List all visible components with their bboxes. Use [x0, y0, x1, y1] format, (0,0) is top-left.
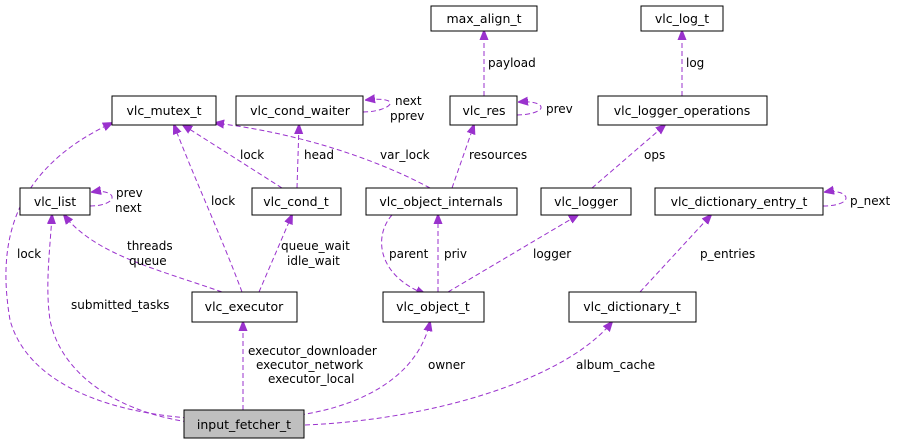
edge-input_fetcher_t-submitted_tasks-vlc_list [48, 215, 189, 423]
edge-label-executor-local: executor_local [268, 372, 354, 386]
node-vlc_list[interactable]: vlc_list [19, 187, 91, 216]
edge-vlc_executor-queue_wait-idle_wait-vlc_cond_t [258, 215, 292, 293]
edge-input_fetcher_t-album_cache-vlc_dictionary_t [304, 322, 612, 426]
edge-label-payload: payload [488, 56, 536, 70]
edge-label-executor-downloader: executor_downloader [248, 344, 377, 358]
edge-label-head: head [304, 148, 334, 162]
node-vlc_executor[interactable]: vlc_executor [191, 291, 298, 323]
edge-input_fetcher_t-lock-vlc_mutex_t [5, 123, 189, 419]
node-label: vlc_logger_operations [614, 103, 751, 118]
edge-vlc_cond_waiter-next [362, 99, 391, 113]
node-vlc_cond_waiter[interactable]: vlc_cond_waiter [235, 95, 364, 126]
edge-label-p-next: p_next [850, 194, 890, 208]
node-label: vlc_cond_waiter [250, 103, 351, 118]
edge-vlc_object_t-parent-vlc_object_internals [381, 214, 425, 294]
node-label: input_fetcher_t [197, 417, 291, 432]
edge-label-threads: threads [127, 239, 173, 253]
edge-label-queue-wait: queue_wait [281, 239, 350, 253]
edge-label-lock-exec: lock [211, 194, 235, 208]
edge-label-var-lock: var_lock [380, 148, 430, 162]
node-vlc_object_internals[interactable]: vlc_object_internals [365, 187, 518, 216]
edge-label-pprev: pprev [390, 109, 424, 123]
node-vlc_logger[interactable]: vlc_logger [540, 187, 632, 216]
edge-vlc_object_internals-resources-vlc_res [451, 125, 474, 189]
edge-vlc_dictionary_entry_t-p_next [822, 191, 847, 207]
node-label: vlc_executor [205, 299, 285, 314]
edge-label-log: log [686, 56, 704, 70]
edge-vlc_object_t-logger-vlc_logger [447, 215, 578, 293]
edge-vlc_res-prev [516, 102, 542, 116]
node-label: vlc_object_t [396, 299, 470, 314]
edge-vlc_cond_t-lock-vlc_mutex_t [183, 125, 283, 189]
node-label: vlc_dictionary_entry_t [671, 194, 808, 209]
node-vlc_res[interactable]: vlc_res [449, 95, 518, 126]
edge-vlc_object_internals-var_lock-vlc_mutex_t [215, 123, 431, 189]
node-vlc_object_t[interactable]: vlc_object_t [382, 291, 485, 323]
edge-vlc_dictionary_t-p_entries-vlc_dictionary_entry_t [639, 215, 711, 293]
node-label: vlc_dictionary_t [583, 299, 681, 314]
node-label: vlc_log_t [655, 11, 709, 26]
node-max_align_t[interactable]: max_align_t [430, 5, 538, 32]
edge-label-lock-input: lock [17, 247, 41, 261]
edge-label-priv: priv [444, 247, 467, 261]
edges [5, 31, 847, 426]
edge-input_fetcher_t-owner-vlc_object_t [299, 322, 430, 416]
node-vlc_dictionary_t[interactable]: vlc_dictionary_t [568, 291, 697, 323]
edge-label-next: next [395, 94, 422, 108]
edge-vlc_logger-ops-vlc_logger_operations [591, 125, 665, 189]
edge-label-parent: parent [389, 247, 429, 261]
edge-label-idle-wait: idle_wait [287, 254, 340, 268]
edge-label-submitted-tasks: submitted_tasks [71, 298, 169, 312]
edge-label-resources: resources [469, 148, 527, 162]
node-label: vlc_cond_t [263, 194, 329, 209]
edge-label-lock-cond: lock [240, 148, 264, 162]
node-label: vlc_object_internals [379, 194, 502, 209]
node-label: vlc_res [462, 103, 505, 118]
edge-labels: payload log next pprev prev ops lock hea… [17, 56, 890, 386]
edge-label-owner: owner [428, 358, 465, 372]
node-vlc_logger_operations[interactable]: vlc_logger_operations [597, 95, 768, 126]
edge-vlc_list-prev-next [89, 191, 113, 207]
edge-label-res-prev: prev [546, 102, 573, 116]
edge-label-logger: logger [533, 247, 571, 261]
edge-label-executor-network: executor_network [256, 358, 363, 372]
edge-label-album-cache: album_cache [576, 358, 655, 372]
edge-label-p-entries: p_entries [700, 247, 755, 261]
node-label: vlc_mutex_t [126, 103, 201, 118]
node-vlc_mutex_t[interactable]: vlc_mutex_t [111, 95, 217, 126]
edge-label-list-next: next [115, 201, 142, 215]
edge-vlc_cond_t-head-vlc_cond_waiter [297, 125, 299, 189]
node-label: max_align_t [446, 11, 521, 26]
node-label: vlc_logger [554, 194, 619, 209]
edge-label-queue: queue [129, 254, 167, 268]
edge-label-ops: ops [644, 148, 665, 162]
edge-label-list-prev: prev [116, 186, 143, 200]
edge-vlc_executor-threads-queue-vlc_list [64, 215, 223, 293]
nodes: max_align_t vlc_log_t vlc_mutex_t vlc_co… [19, 5, 824, 439]
edge-vlc_executor-lock-vlc_mutex_t [174, 125, 243, 293]
node-vlc_log_t[interactable]: vlc_log_t [640, 5, 724, 32]
node-vlc_dictionary_entry_t[interactable]: vlc_dictionary_entry_t [654, 187, 824, 216]
node-vlc_cond_t[interactable]: vlc_cond_t [251, 187, 342, 216]
node-label: vlc_list [34, 194, 76, 209]
node-input_fetcher_t[interactable]: input_fetcher_t [183, 409, 305, 439]
